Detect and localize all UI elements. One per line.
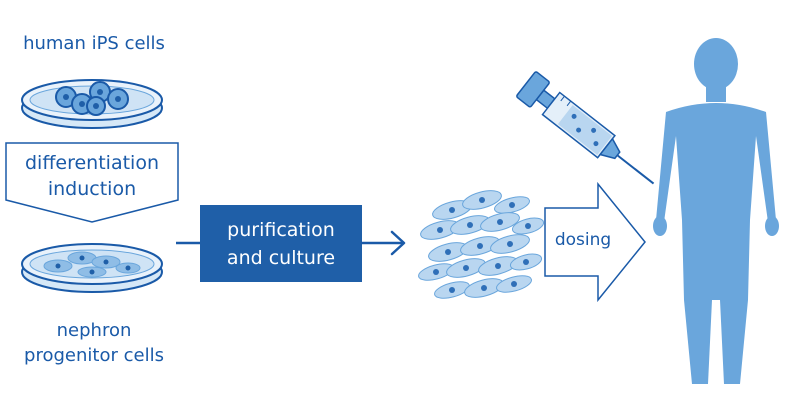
nephron-line-2: progenitor cells [24, 345, 164, 366]
differentiation-line-1: differentiation [24, 152, 159, 174]
purification-box [200, 205, 362, 282]
ips-petri-dish [21, 79, 163, 129]
ips-cell-colony [55, 81, 129, 116]
arrow-to-cell-sheet [360, 230, 406, 256]
dosing-label: dosing [554, 230, 612, 250]
nephron-label: nephron progenitor cells [4, 318, 184, 368]
purification-label: purification and culture [202, 216, 360, 272]
purification-line-2: and culture [226, 247, 336, 269]
syringe-icon [516, 71, 655, 185]
nephron-line-1: nephron [56, 320, 132, 341]
differentiation-label: differentiation induction [8, 150, 176, 202]
cultured-cell-sheet [418, 190, 545, 299]
nephron-petri-dish [21, 243, 163, 293]
human-figure [653, 38, 779, 384]
differentiation-line-2: induction [47, 178, 137, 200]
purification-line-1: purification [227, 219, 335, 241]
ips-cells-label: human iPS cells [23, 33, 165, 54]
dosing-arrow [544, 181, 646, 303]
differentiation-arrow-box [5, 142, 179, 223]
